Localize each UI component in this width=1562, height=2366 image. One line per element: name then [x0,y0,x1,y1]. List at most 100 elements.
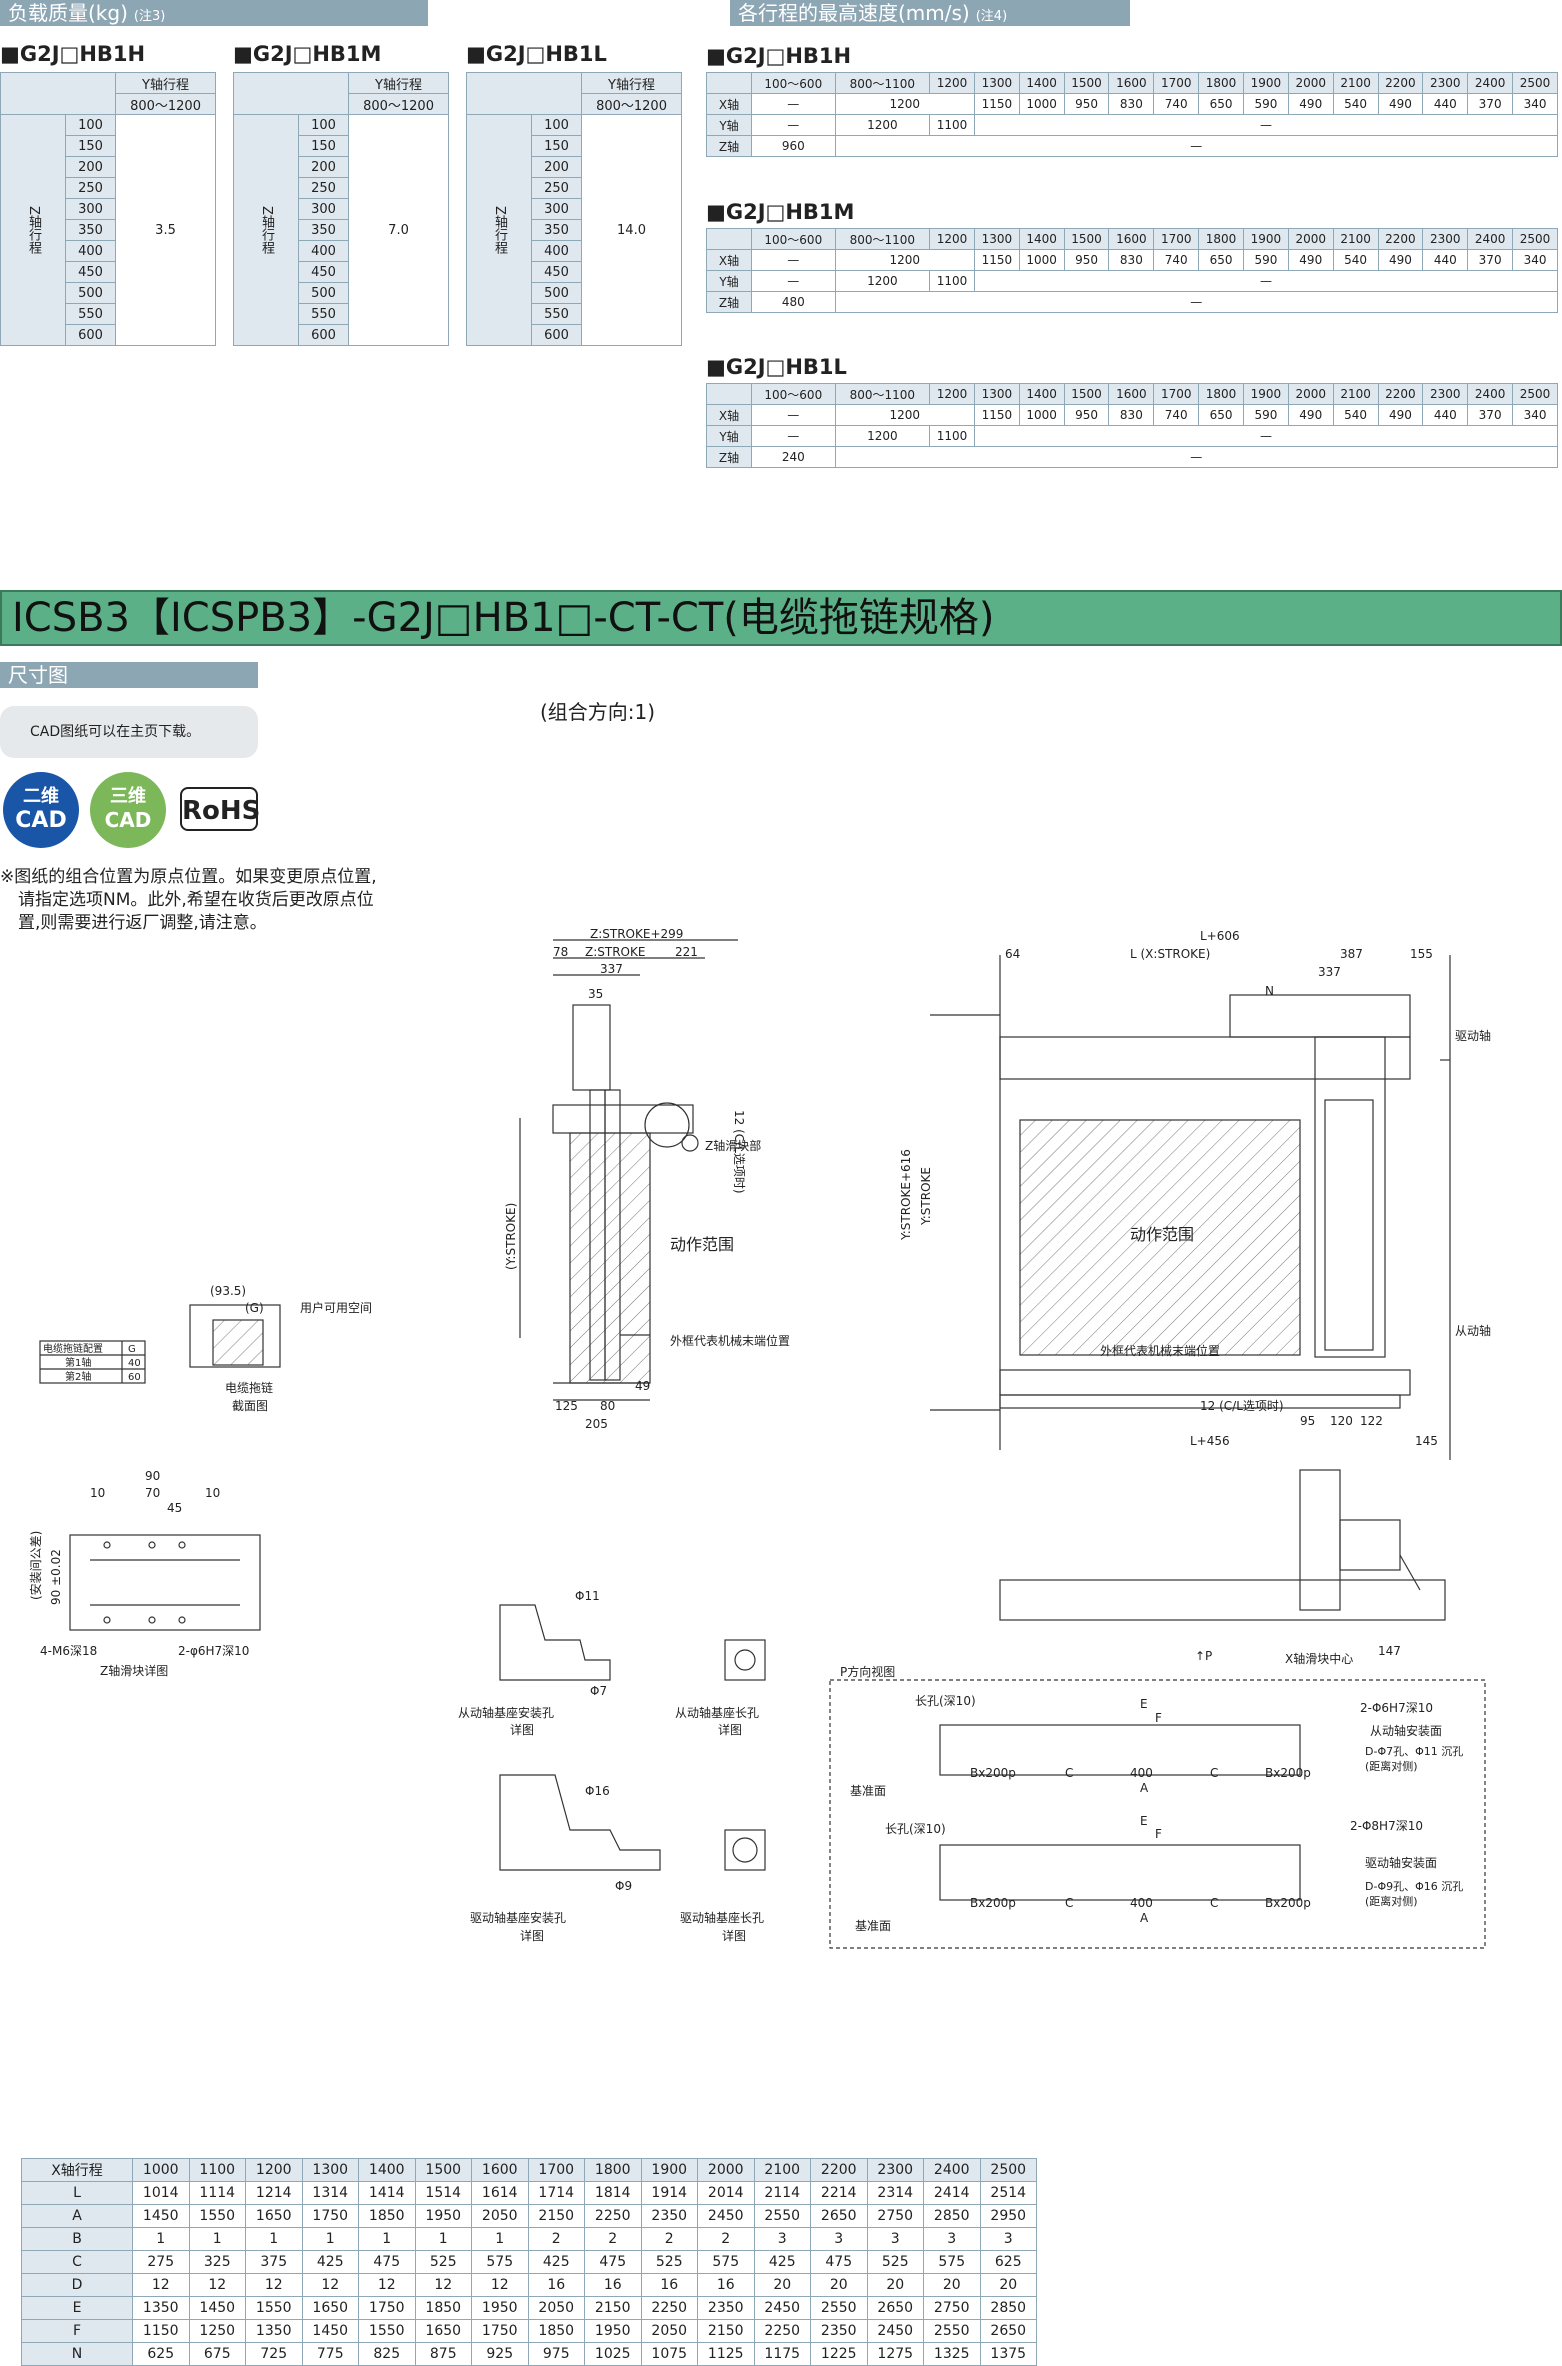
z-stroke-value: 500 [530,282,583,304]
dim-cell: 12 [188,2273,246,2297]
z-stroke-value: 200 [297,156,350,178]
dim-cell: 625 [132,2342,190,2366]
svg-text:387: 387 [1340,947,1363,961]
dim-cell: 1650 [301,2296,359,2320]
speed-header-cell: 1600 [1108,383,1155,405]
svg-text:A: A [1140,1781,1149,1795]
dim-cell: 2050 [640,2319,698,2343]
z-first: 960 [751,135,836,157]
svg-text:C: C [1065,1896,1073,1910]
dim-cell: 3 [923,2227,981,2251]
x-speed-value: 950 [1063,404,1110,426]
corner-cell [0,72,117,115]
svg-text:L+606: L+606 [1200,929,1240,943]
svg-text:外框代表机械末端位置: 外框代表机械末端位置 [1100,1343,1220,1358]
speed-header-cell: 2000 [1287,228,1334,250]
z-stroke-value: 550 [64,303,117,325]
dim-cell: 2650 [979,2319,1037,2343]
cad-2d-line2: CAD [15,808,67,833]
speed-header-cell: 1300 [973,383,1020,405]
dim-cell: 1950 [414,2204,472,2228]
dim-cell: 675 [188,2342,246,2366]
svg-text:详图: 详图 [718,1722,742,1737]
y-rest: — [973,114,1559,136]
dim-cell: 16 [640,2273,698,2297]
dim-cell: 575 [923,2250,981,2274]
dim-header-cell: 1600 [471,2158,529,2182]
origin-note-line1: ※图纸的组合位置为原点位置。如果变更原点位置, [0,867,377,887]
z-stroke-value: 100 [297,114,350,136]
svg-text:第1轴: 第1轴 [65,1356,91,1369]
svg-text:Bx200p: Bx200p [1265,1766,1311,1780]
x-speed-value: 540 [1332,249,1379,271]
svg-text:155: 155 [1410,947,1433,961]
svg-text:125: 125 [555,1399,578,1413]
cad-download-note[interactable]: CAD图纸可以在主页下载。 [0,706,258,758]
origin-note-line2: 请指定选项NM。此外,希望在收货后更改原点位 [18,890,374,910]
cad-2d-badge[interactable]: 二维 CAD [3,772,79,848]
svg-text:80: 80 [600,1399,615,1413]
dim-cell: 1025 [584,2342,642,2366]
svg-text:用户可用空间: 用户可用空间 [300,1300,372,1315]
x-axis-label: X轴 [706,93,752,115]
dim-section-title: 尺寸图 [8,663,68,687]
x-first: — [751,93,836,115]
x-speed-value: 490 [1377,404,1424,426]
y-v2: 1100 [929,114,975,136]
dim-cell: 525 [414,2250,472,2274]
x-speed-value: 740 [1153,404,1200,426]
z-stroke-value: 400 [530,240,583,262]
dim-cell: 2150 [527,2204,585,2228]
svg-text:L+456: L+456 [1190,1434,1230,1448]
dim-cell: 1 [188,2227,246,2251]
mass-header: Y轴行程 [348,72,449,94]
dim-cell: 925 [471,2342,529,2366]
dim-cell: 12 [245,2273,303,2297]
dim-cell: 2414 [923,2181,981,2205]
cad-3d-badge[interactable]: 三维 CAD [90,772,166,848]
dim-cell: 275 [132,2250,190,2274]
x-speed-value: 1000 [1018,93,1065,115]
x-span: 1200 [834,93,975,115]
x-speed-value: 370 [1467,404,1514,426]
dim-cell: 16 [527,2273,585,2297]
origin-note: ※图纸的组合位置为原点位置。如果变更原点位置, 请指定选项NM。此外,希望在收货… [0,866,377,935]
x-speed-value: 650 [1198,93,1244,115]
x-speed-value: 440 [1422,93,1469,115]
speed-header-cell: 1400 [1018,72,1065,94]
dim-cell: 2550 [753,2204,811,2228]
x-speed-value: 490 [1377,249,1424,271]
y-v2: 1100 [929,270,975,292]
z-stroke-value: 600 [297,324,350,346]
y-rest: — [973,425,1559,447]
svg-text:L (X:STROKE): L (X:STROKE) [1130,947,1210,961]
x-first: — [751,404,836,426]
dim-cell: 1814 [584,2181,642,2205]
dim-cell: 12 [471,2273,529,2297]
y-v1: 1200 [834,114,931,136]
speed-header-cell: 800～1100 [834,383,931,405]
dim-cell: 525 [866,2250,924,2274]
x-first: — [751,249,836,271]
z-stroke-label: Z轴行程 [0,114,66,346]
dim-header-cell: 2000 [697,2158,755,2182]
svg-text:40: 40 [128,1358,141,1369]
svg-text:Y:STROKE+616: Y:STROKE+616 [899,1149,913,1241]
z-stroke-value: 400 [297,240,350,262]
x-speed-value: 490 [1287,93,1334,115]
x-speed-value: 830 [1108,249,1155,271]
dim-header-cell: 2400 [923,2158,981,2182]
dim-cell: E [21,2296,133,2320]
speed-header-cell: 1700 [1153,383,1200,405]
dim-cell: 16 [697,2273,755,2297]
dim-cell: 1214 [245,2181,303,2205]
speed-header-cell: 2300 [1422,383,1469,405]
